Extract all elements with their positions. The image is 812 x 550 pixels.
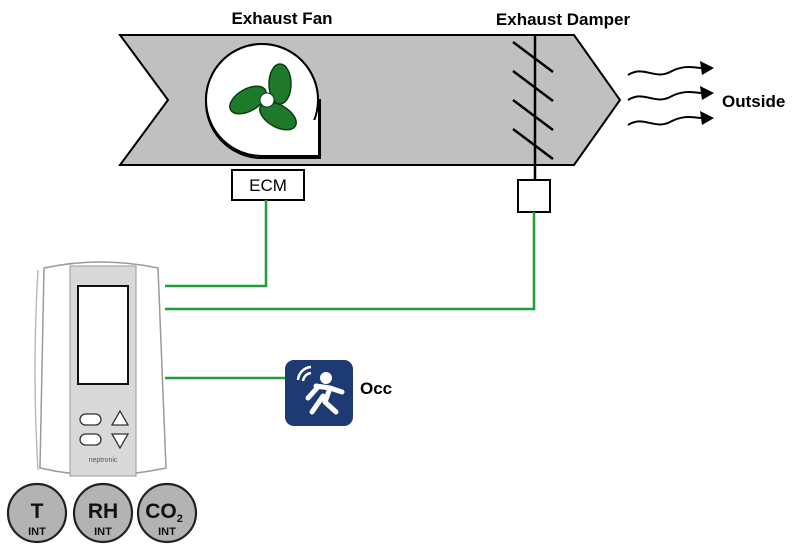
outside-label: Outside [722,92,785,111]
damper-blades [512,36,554,180]
airflow-arrowheads [700,61,714,125]
sensor-t-sub: INT [28,526,46,538]
sensor-humidity: RH INT [72,482,134,544]
damper-actuator [517,179,551,213]
button-bottom [79,433,102,446]
control-wiring [165,200,536,380]
thermostat: neptronic [34,261,167,477]
sensor-co2: CO2 INT [136,482,198,544]
button-top [79,413,102,426]
fan-icon [204,43,321,159]
sensor-co2-subscript: 2 [177,513,183,525]
sensor-co2-sub: INT [158,526,176,538]
airflow-arrow-icon [627,66,703,126]
occupancy-sensor-icon [285,360,353,426]
arrow-down-icon [110,433,130,450]
ecm-box [231,169,305,201]
sensor-rh-sub: INT [94,526,112,538]
ecm-label: ECM [249,176,287,195]
sensor-t-main: T [31,500,44,523]
arrow-up-icon [110,409,130,426]
occ-label: Occ [360,379,392,398]
sensor-co2-main-text: CO [145,500,177,523]
exhaust-damper-label: Exhaust Damper [496,10,631,29]
sensor-rh-main: RH [88,500,118,523]
sensor-co2-main: CO2 [145,500,183,525]
brand-label: neptronic [89,457,118,464]
exhaust-fan-label: Exhaust Fan [231,9,332,28]
sensor-temperature: T INT [6,482,68,544]
exhaust-duct [118,34,622,166]
thermostat-display [77,285,129,385]
